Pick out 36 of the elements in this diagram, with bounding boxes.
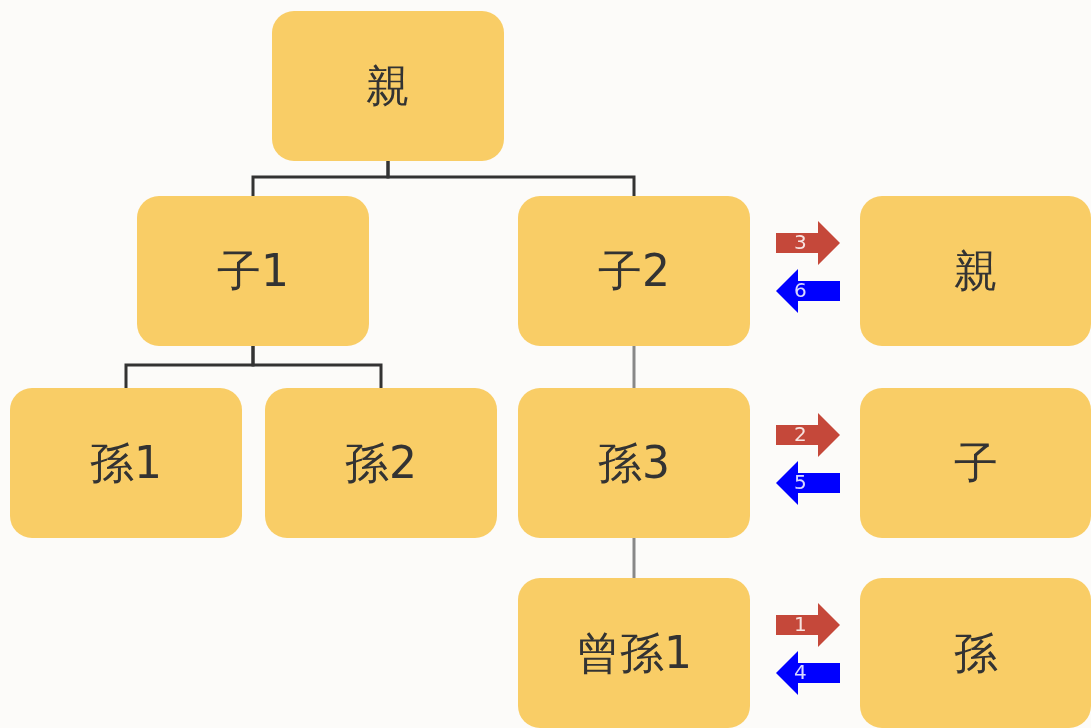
rounded-box [137, 196, 369, 346]
rounded-box [265, 388, 497, 538]
block-arrow [776, 603, 840, 647]
node-label: 孫 [953, 625, 998, 680]
node-label: 親 [953, 243, 998, 298]
rounded-box [860, 578, 1091, 728]
connector-line [386, 161, 636, 196]
rounded-box [272, 11, 504, 161]
node-label: 孫3 [598, 435, 670, 490]
node-label: 孫2 [345, 435, 417, 490]
edge-label: 2 [794, 424, 807, 444]
rounded-box [518, 578, 750, 728]
connector-line [632, 346, 636, 388]
rounded-box [10, 388, 242, 538]
edge-label: 6 [794, 280, 807, 300]
node-label: 親 [366, 58, 410, 113]
rounded-box [518, 388, 750, 538]
block-arrow [776, 651, 840, 695]
connector-line [632, 538, 636, 578]
block-arrow [776, 413, 840, 457]
block-arrow [776, 461, 840, 505]
rounded-box [860, 196, 1091, 346]
connector-line [251, 346, 383, 388]
node-label: 曾孫1 [576, 625, 692, 680]
rounded-box [518, 196, 750, 346]
node-label: 子 [953, 435, 998, 490]
node-label: 子1 [217, 243, 289, 298]
block-arrow [776, 221, 840, 265]
edge-label: 1 [794, 614, 807, 634]
edge-label: 5 [794, 472, 807, 492]
node-label: 孫1 [90, 435, 162, 490]
edge-label: 3 [794, 232, 807, 252]
block-arrow [776, 269, 840, 313]
rounded-box [860, 388, 1091, 538]
edge-label: 4 [794, 662, 807, 682]
node-label: 子2 [598, 243, 670, 298]
